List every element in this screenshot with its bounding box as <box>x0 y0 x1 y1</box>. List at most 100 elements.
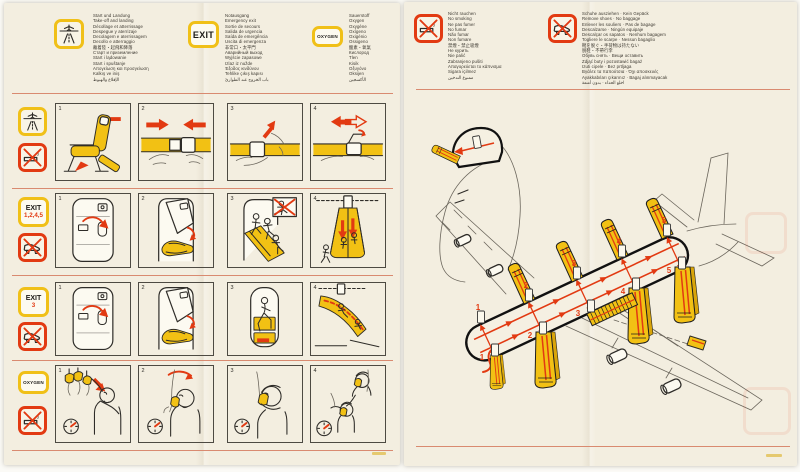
panel-number: 1 <box>58 195 62 202</box>
print-code-mark <box>766 454 782 457</box>
language-line: Start i lądowanie <box>93 55 127 61</box>
no-shoes-icon <box>18 233 47 262</box>
language-line: Ayakkabıları çıkarınız · Bagaj alınmayac… <box>582 74 668 80</box>
panel-number: 2 <box>141 195 145 202</box>
svg-text:4: 4 <box>617 237 622 246</box>
language-line: 酸素・氧氣 <box>349 44 371 50</box>
language-line: Не курить <box>448 48 469 54</box>
svg-text:3: 3 <box>576 309 581 318</box>
language-line: Non fumare <box>448 37 472 43</box>
language-line: Οξυγόνο <box>349 65 367 71</box>
language-line: Oksijen <box>349 71 365 77</box>
exit-badge-label: EXIT <box>25 204 42 212</box>
exit-header-label: EXIT <box>192 29 215 40</box>
language-line: Start i spuštanje <box>93 60 126 66</box>
language-line: Take-off and landing <box>93 18 134 24</box>
language-line: Oxigénio <box>349 34 367 40</box>
language-line: Кислород <box>349 50 369 56</box>
timer-clock-icon <box>316 420 332 437</box>
bottom-rule <box>12 450 393 452</box>
language-line: Descalçar os sapatos · Nenhum bagagem <box>582 32 666 38</box>
language-line: Decollo e atterraggio <box>93 39 135 45</box>
panel-slide-down: 4 <box>310 193 386 268</box>
panel-number: 4 <box>313 284 317 291</box>
language-line: Sortie de secours <box>225 23 261 29</box>
nose-section <box>429 126 521 283</box>
door-open-slide-inflating-illustration <box>158 287 196 350</box>
takeoff-landing-icon <box>18 107 47 136</box>
language-line: Schuhe ausziehen · Kein Gepäck <box>582 11 649 16</box>
language-line: اخلع الحذاء · بدون أمتعة <box>582 79 625 85</box>
language-line: Oxygène <box>349 23 367 29</box>
language-line: Izlaz iz nužde <box>225 60 253 66</box>
door-open-slide-inflating-illustration <box>158 198 197 262</box>
panel-help-child-mask: 4 <box>310 365 386 443</box>
svg-text:3: 3 <box>572 259 577 268</box>
language-line: Sigara içilmez <box>448 69 477 75</box>
svg-text:2: 2 <box>524 281 529 290</box>
panel-number: 2 <box>141 367 145 374</box>
panel-door-open-slide: 2 <box>138 193 214 268</box>
exit-3-badge: EXIT 3 <box>18 287 49 317</box>
language-line: Nie palić <box>448 53 466 59</box>
showthrough-icon-ghost <box>743 387 791 435</box>
exit-badge-label: EXIT <box>25 294 42 302</box>
language-line: 靴を脱ぐ・手荷物は持たない <box>582 42 640 48</box>
panel-door-open-slide: 2 <box>138 282 214 356</box>
panel-step-onto-wing: 3 <box>227 282 303 356</box>
panel-wear-mask: 3 <box>227 365 303 443</box>
port-wing <box>435 201 535 295</box>
adult-helping-child-mask-illustration <box>316 369 372 437</box>
no-shoes-icon <box>18 322 47 351</box>
aircraft-evacuation-diagram: 1 2 3 4 5 1 2 3 4 5 <box>406 98 796 443</box>
overwing-walkway <box>586 292 639 327</box>
panel-number: 1 <box>58 367 62 374</box>
language-line: Remove shoes · No baggage <box>582 16 641 22</box>
language-line: Ne pas fumer <box>448 21 475 27</box>
language-line: Start und Landung <box>93 13 131 18</box>
panel-number: 4 <box>313 367 317 374</box>
divider-rule <box>12 360 393 362</box>
jump-onto-slide-illustration <box>243 197 297 262</box>
exit-badge-numbers: 3 <box>31 302 36 310</box>
exit-1245-badge: EXIT 1,2,4,5 <box>18 197 49 227</box>
timer-clock-icon <box>234 418 250 435</box>
svg-text:5: 5 <box>667 266 672 275</box>
divider-rule <box>12 93 393 95</box>
language-line: Απαγορεύεται το κάπνισμα <box>448 63 502 69</box>
offwing-slide-illustration <box>314 283 380 348</box>
no-shoes-icon <box>548 14 577 43</box>
panel-number: 1 <box>58 105 62 112</box>
showthrough-icon-ghost <box>745 212 787 254</box>
language-line: Descalzarse · Ningún equipaje <box>582 26 644 32</box>
panel-release-belt: 4 <box>310 103 386 181</box>
language-line: 禁煙・禁止吸煙 <box>448 42 479 48</box>
language-line: Enlever les souliers · Pas de bagage <box>582 21 656 27</box>
language-line: Kisik <box>349 60 359 66</box>
language-line: Despegue y aterrizaje <box>93 28 137 34</box>
exit-numbers: 1 2 3 4 5 1 2 3 4 5 <box>476 216 672 362</box>
panel-number: 3 <box>230 195 234 202</box>
language-line: Zabranjeno pušiti <box>448 58 483 64</box>
timer-clock-icon <box>63 418 79 435</box>
language-line: Απογείωση και προσγείωση <box>93 65 149 71</box>
language-line: Décollage et atterrissage <box>93 23 144 29</box>
oxygen-header-label: OXYGEN <box>317 34 338 39</box>
language-line: 離着陸・起飛和降落 <box>93 44 133 50</box>
oxygen-header-badge: OXYGEN <box>312 26 343 47</box>
panel-fasten-belt: 2 <box>138 103 214 181</box>
takeoff-landing-icon <box>54 19 84 49</box>
door-handle-rotate-illustration <box>72 198 114 262</box>
language-line: ممنوع التدخين <box>448 74 474 80</box>
language-line: الإقلاع والهبوط <box>93 76 120 82</box>
language-line: Έξοδος κινδύνου <box>225 65 259 71</box>
seat-upright-illustration <box>63 114 121 173</box>
panel-tighten-belt: 3 <box>227 103 303 181</box>
divider-rule <box>12 275 393 277</box>
